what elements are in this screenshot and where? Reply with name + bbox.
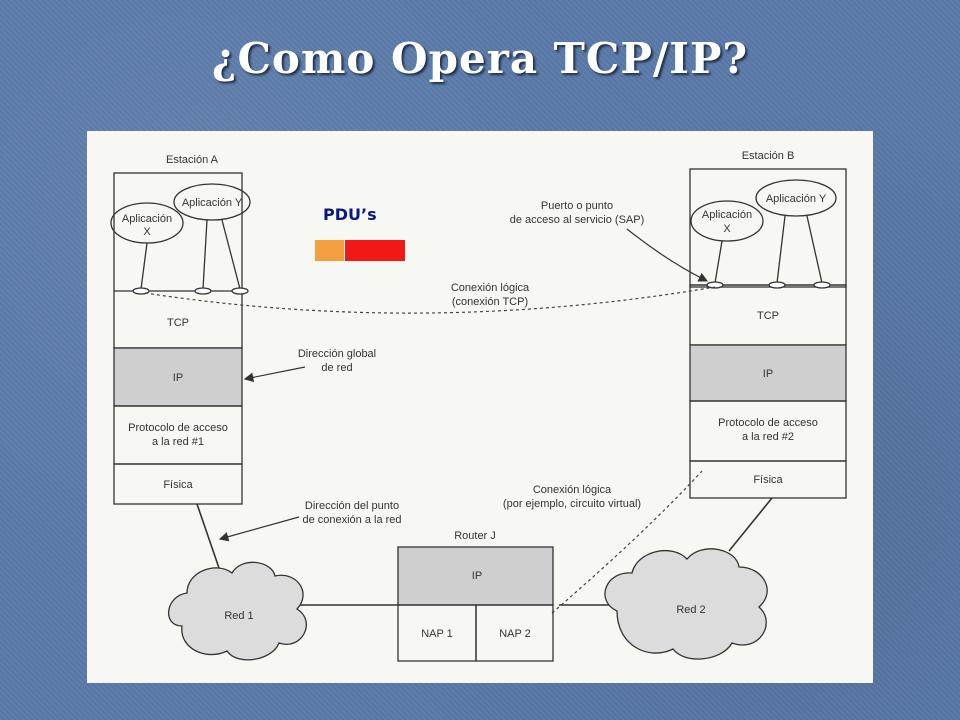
station-b-app-box (689, 168, 847, 288)
station-b-app-x-label: Aplicación (702, 209, 752, 221)
pdu-header-block (315, 240, 344, 261)
router-ip-layer (397, 546, 554, 606)
sap-label-1: Puerto o punto (541, 200, 613, 212)
station-a-sap-x (132, 287, 150, 295)
network-1-cloud (167, 561, 307, 661)
station-b-sap-x (706, 281, 724, 289)
global-address-arrow (243, 366, 306, 383)
tcp-ip-diagram: Estación A Aplicación X Aplicación Y TCP… (110, 150, 847, 662)
station-a-physical-label: Física (163, 479, 193, 491)
station-a-access-label-2: a la red #1 (152, 436, 204, 448)
network-1-label: Red 1 (224, 610, 253, 622)
slide-title: ¿Como Opera TCP/IP? (211, 34, 749, 83)
router-ip-label: IP (472, 570, 482, 582)
station-a-stack (110, 172, 251, 505)
logical-vc-connection-line (551, 470, 703, 614)
global-address-label-1: Dirección global (298, 348, 376, 360)
sap-label-2: de acceso al servicio (SAP) (510, 214, 645, 226)
station-a-access-layer (113, 405, 243, 465)
station-b-physical-layer (689, 460, 847, 499)
sap-arrow (626, 228, 709, 282)
station-b-access-label-1: Protocolo de acceso (718, 417, 818, 429)
pdu-label: PDU’s (323, 205, 377, 224)
station-b-stack (689, 168, 847, 499)
station-a-physical-layer (113, 463, 243, 505)
station-b-app-y-label: Aplicación Y (766, 193, 827, 205)
station-a-title: Estación A (166, 154, 219, 166)
link-station-a-red1 (196, 503, 220, 569)
station-b-app-x-letter: X (723, 223, 731, 235)
station-b-ip-label: IP (763, 368, 773, 380)
station-a-app-x-label: Aplicación (122, 213, 172, 225)
station-a-tcp-label: TCP (167, 317, 189, 329)
station-b-app-x (690, 200, 764, 242)
logical-tcp-label-2: (conexión TCP) (452, 296, 528, 308)
station-a-app-y-label: Aplicación Y (182, 197, 243, 209)
station-b-tcp-label: TCP (757, 310, 779, 322)
router-nap2-label: NAP 2 (499, 628, 531, 640)
pdu-data-block (345, 240, 405, 261)
station-a-app-y (173, 183, 251, 221)
router-nap2 (475, 604, 554, 662)
attach-point-label-2: de conexión a la red (302, 514, 401, 526)
network-2-cloud (604, 548, 768, 660)
attach-point-arrow (218, 516, 300, 542)
station-a-ip-layer (113, 347, 243, 407)
logical-tcp-label-1: Conexión lógica (451, 282, 530, 294)
station-b-access-label-2: a la red #2 (742, 431, 794, 443)
station-b-physical-label: Física (753, 474, 783, 486)
global-address-label-2: de red (321, 362, 352, 374)
station-b-app-y (755, 179, 837, 217)
station-a-access-label-1: Protocolo de acceso (128, 422, 228, 434)
router-title: Router J (454, 530, 496, 542)
router-nap1-label: NAP 1 (421, 628, 453, 640)
station-b-title: Estación B (742, 150, 795, 162)
attach-point-label-1: Dirección del punto (305, 500, 399, 512)
logical-vc-label-2: (por ejemplo, circuito virtual) (503, 498, 641, 510)
logical-vc-label-1: Conexión lógica (533, 484, 612, 496)
network-2-label: Red 2 (676, 604, 705, 616)
logical-tcp-connection-line (144, 286, 716, 314)
link-station-b-red2 (728, 497, 773, 552)
station-a-app-x-letter: X (143, 226, 151, 238)
router-j (397, 546, 554, 662)
station-a-ip-label: IP (173, 372, 183, 384)
diagram-panel: Estación A Aplicación X Aplicación Y TCP… (87, 131, 873, 683)
station-b-ip-layer (689, 344, 847, 402)
